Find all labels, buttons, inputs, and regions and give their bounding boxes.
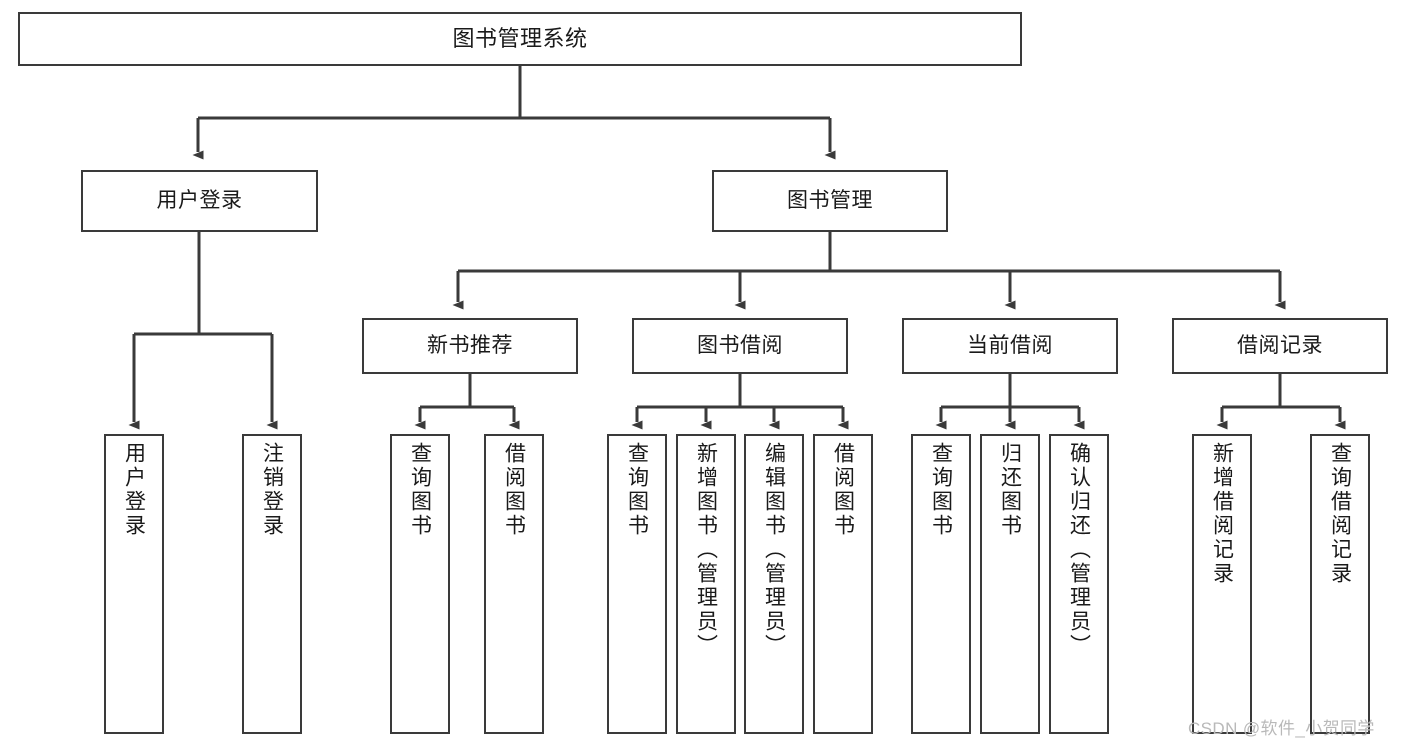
node-label: 当前借阅 (967, 333, 1053, 357)
node-book-borrow[interactable]: 图书借阅 (632, 318, 848, 374)
leaf-query-book-current[interactable]: 查询图书 (911, 434, 971, 734)
node-label: 查询图书 (929, 442, 953, 538)
node-book-management-system[interactable]: 图书管理系统 (18, 12, 1022, 66)
leaf-borrow-book-recommend[interactable]: 借阅图书 (484, 434, 544, 734)
node-user-login[interactable]: 用户登录 (81, 170, 318, 232)
leaf-add-borrow-record[interactable]: 新增借阅记录 (1192, 434, 1252, 734)
leaf-confirm-return-admin[interactable]: 确认归还（管理员） (1049, 434, 1109, 734)
node-label: 确认归还（管理员） (1067, 442, 1091, 658)
node-label: 新增图书（管理员） (694, 442, 718, 658)
node-label: 借阅图书 (502, 442, 526, 538)
node-label: 借阅图书 (831, 442, 855, 538)
leaf-logout[interactable]: 注销登录 (242, 434, 302, 734)
node-label: 查询图书 (408, 442, 432, 538)
node-label: 归还图书 (998, 442, 1022, 538)
leaf-user-login[interactable]: 用户登录 (104, 434, 164, 734)
node-book-management[interactable]: 图书管理 (712, 170, 948, 232)
node-borrow-record[interactable]: 借阅记录 (1172, 318, 1388, 374)
node-label: 借阅记录 (1237, 333, 1323, 357)
leaf-edit-book-admin[interactable]: 编辑图书（管理员） (744, 434, 804, 734)
node-current-borrow[interactable]: 当前借阅 (902, 318, 1118, 374)
node-label: 图书管理 (787, 188, 873, 212)
leaf-query-book-recommend[interactable]: 查询图书 (390, 434, 450, 734)
leaf-return-book[interactable]: 归还图书 (980, 434, 1040, 734)
node-label: 用户登录 (122, 442, 146, 538)
node-label: 注销登录 (260, 442, 284, 538)
node-label: 编辑图书（管理员） (762, 442, 786, 658)
node-label: 新增借阅记录 (1210, 442, 1234, 586)
node-label: 查询借阅记录 (1328, 442, 1352, 586)
node-label: 新书推荐 (427, 333, 513, 357)
node-label: 用户登录 (156, 188, 243, 212)
node-label: 图书管理系统 (452, 26, 588, 52)
node-label: 查询图书 (625, 442, 649, 538)
leaf-add-book-admin[interactable]: 新增图书（管理员） (676, 434, 736, 734)
csdn-watermark: CSDN @软件_小贺同学 (1188, 719, 1375, 738)
leaf-borrow-book[interactable]: 借阅图书 (813, 434, 873, 734)
leaf-query-book-borrow[interactable]: 查询图书 (607, 434, 667, 734)
node-new-book-recommend[interactable]: 新书推荐 (362, 318, 578, 374)
node-label: 图书借阅 (697, 333, 783, 357)
leaf-query-borrow-record[interactable]: 查询借阅记录 (1310, 434, 1370, 734)
